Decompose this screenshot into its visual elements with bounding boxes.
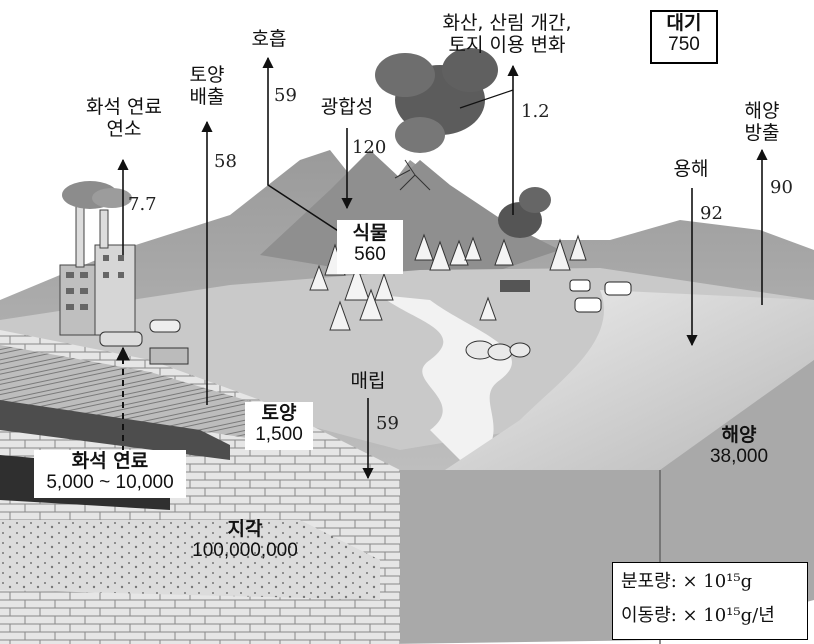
value-dissolution: 92 bbox=[700, 203, 723, 224]
value-photosynthesis: 120 bbox=[352, 137, 387, 158]
arrow-respiration bbox=[262, 56, 353, 241]
crust-box: 지각 100,000,000 bbox=[180, 518, 310, 566]
fossil-fuel-name: 화석 연료 bbox=[71, 450, 149, 472]
plants-name: 식물 bbox=[352, 222, 388, 244]
legend-distribution-label: 분포량 bbox=[621, 571, 671, 592]
atmosphere-name: 대기 bbox=[666, 12, 702, 34]
plants-box: 식물 560 bbox=[337, 220, 403, 274]
ocean-name: 해양 bbox=[721, 424, 757, 446]
label-ocean-emission-line1: 해양 bbox=[744, 100, 780, 122]
legend-distribution-unit: : × 10¹⁵g bbox=[670, 571, 753, 592]
label-respiration: 호흡 bbox=[251, 28, 287, 50]
value-ocean-emission: 90 bbox=[770, 177, 793, 198]
legend-distribution: 분포량: × 10¹⁵g bbox=[621, 565, 799, 599]
fossil-fuel-value: 5,000 ~ 10,000 bbox=[46, 472, 174, 493]
label-ocean-emission-line2: 방출 bbox=[744, 122, 780, 144]
fossil-fuel-box: 화석 연료 5,000 ~ 10,000 bbox=[34, 450, 186, 498]
atmosphere-value: 750 bbox=[668, 34, 700, 55]
value-soil-emission: 58 bbox=[214, 151, 237, 172]
label-volcano-line1: 화산, 산림 개간, bbox=[442, 12, 572, 34]
label-fossil-combustion-line2: 연소 bbox=[106, 118, 142, 140]
label-volcano-line2: 토지 이용 변화 bbox=[448, 34, 566, 56]
soil-box: 토양 1,500 bbox=[245, 402, 313, 450]
legend-flux-label: 이동량 bbox=[621, 605, 671, 626]
volcano-leader-line bbox=[459, 89, 514, 109]
crust-name: 지각 bbox=[227, 518, 263, 540]
label-fossil-combustion: 화석 연료 연소 bbox=[72, 96, 176, 140]
label-ocean-emission: 해양 방출 bbox=[736, 100, 788, 144]
units-legend: 분포량: × 10¹⁵g 이동량: × 10¹⁵g/년 bbox=[612, 562, 808, 640]
label-soil-emission: 토양 배출 bbox=[183, 64, 231, 108]
legend-flux-unit: : × 10¹⁵g/년 bbox=[670, 605, 775, 626]
legend-flux: 이동량: × 10¹⁵g/년 bbox=[621, 599, 799, 633]
soil-value: 1,500 bbox=[255, 424, 303, 445]
value-respiration: 59 bbox=[274, 85, 297, 106]
label-photosynthesis: 광합성 bbox=[320, 96, 374, 118]
label-soil-emission-line2: 배출 bbox=[189, 86, 225, 108]
value-burial: 59 bbox=[376, 413, 399, 434]
label-volcano-land-use: 화산, 산림 개간, 토지 이용 변화 bbox=[424, 12, 590, 56]
value-volcano-land-use: 1.2 bbox=[521, 101, 550, 122]
label-soil-emission-line1: 토양 bbox=[189, 64, 225, 86]
label-dissolution: 용해 bbox=[673, 158, 709, 180]
plants-value: 560 bbox=[354, 244, 386, 265]
label-burial: 매립 bbox=[350, 370, 386, 392]
atmosphere-box: 대기 750 bbox=[650, 10, 718, 64]
ocean-value: 38,000 bbox=[709, 446, 769, 467]
soil-name: 토양 bbox=[261, 402, 297, 424]
label-fossil-combustion-line1: 화석 연료 bbox=[86, 96, 162, 118]
value-fossil-combustion: 7.7 bbox=[128, 194, 157, 215]
ocean-box: 해양 38,000 bbox=[700, 424, 778, 474]
crust-value: 100,000,000 bbox=[192, 540, 298, 561]
